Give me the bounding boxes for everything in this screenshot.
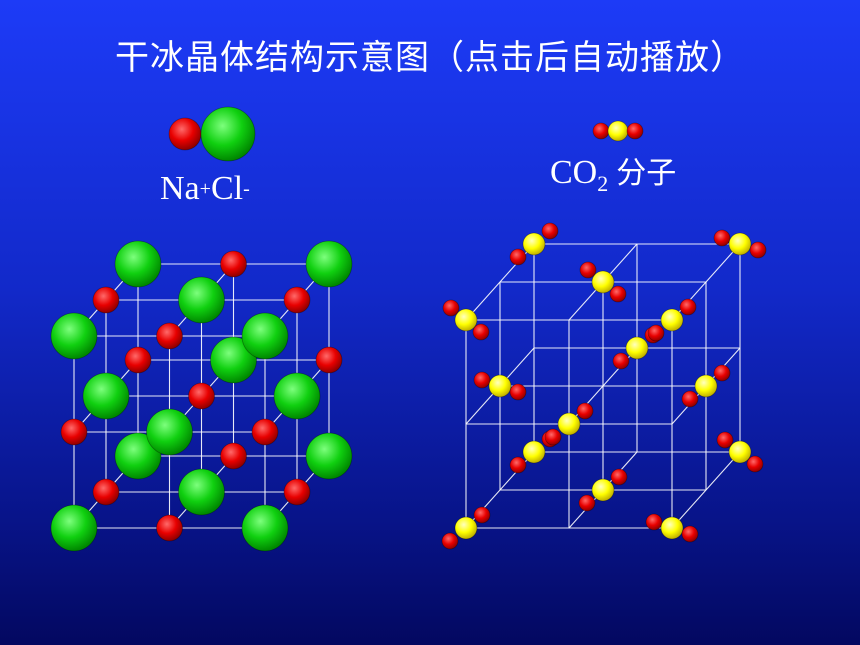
oxygen-atom	[576, 402, 594, 420]
co2-formula: CO	[550, 154, 598, 191]
oxygen-atom	[681, 525, 699, 543]
sodium-ion	[156, 514, 183, 542]
oxygen-atom	[544, 428, 562, 446]
oxygen-atom	[442, 299, 460, 317]
carbon-atom	[591, 478, 615, 502]
oxygen-atom	[679, 298, 697, 316]
oxygen-atom	[645, 513, 663, 531]
oxygen-atom	[578, 494, 596, 512]
carbon-atom	[625, 336, 649, 360]
co2-molecule	[509, 222, 559, 266]
co2-molecule	[716, 431, 764, 473]
sodium-ion	[315, 346, 343, 374]
sodium-ion	[60, 418, 88, 446]
chloride-ion	[241, 312, 289, 360]
sodium-ion	[283, 286, 311, 314]
oxygen-atom-legend-icon	[626, 122, 644, 140]
oxygen-atom	[716, 431, 734, 449]
co2-molecule	[645, 513, 699, 543]
chloride-ion	[178, 468, 225, 516]
chloride-ion	[305, 432, 353, 480]
carbon-atom	[488, 374, 512, 398]
oxygen-atom	[647, 324, 665, 342]
na-symbol: Na	[160, 170, 200, 207]
plus-charge: +	[199, 178, 211, 200]
sodium-ion	[220, 442, 247, 470]
carbon-atom	[522, 232, 546, 256]
sodium-ion	[156, 322, 183, 350]
oxygen-atom	[612, 352, 630, 370]
legend-icons	[168, 106, 644, 162]
carbon-atom	[728, 232, 752, 256]
co2-subscript: 2	[597, 171, 609, 196]
carbon-atom	[660, 516, 684, 540]
chloride-ion	[50, 504, 98, 552]
chloride-ion	[146, 408, 193, 456]
oxygen-atom	[610, 468, 628, 486]
oxygen-atom	[579, 261, 597, 279]
sodium-ion	[124, 346, 152, 374]
sodium-ion	[188, 382, 215, 410]
oxygen-atom	[509, 248, 527, 266]
oxygen-atom	[509, 383, 527, 401]
chloride-ion	[178, 276, 225, 324]
oxygen-atom	[713, 229, 731, 247]
co2-molecule	[544, 402, 594, 446]
carbon-atom	[591, 270, 615, 294]
chloride-ion	[82, 372, 130, 420]
co2-molecule	[578, 468, 628, 512]
oxygen-atom	[541, 222, 559, 240]
oxygen-atom	[441, 532, 459, 550]
chloride-ion	[210, 336, 257, 384]
nacl-lattice-atoms	[50, 240, 353, 552]
minus-charge: -	[243, 178, 250, 200]
oxygen-atom	[681, 390, 699, 408]
carbon-atom	[454, 308, 478, 332]
oxygen-atom	[749, 241, 767, 259]
oxygen-atom	[509, 456, 527, 474]
co2-molecule	[681, 364, 731, 408]
sodium-ion	[283, 478, 311, 506]
sodium-ion	[251, 418, 279, 446]
oxygen-atom	[713, 364, 731, 382]
co2-molecule	[647, 298, 697, 342]
sodium-ion-legend-icon	[168, 117, 202, 151]
carbon-atom	[694, 374, 718, 398]
co2-molecule-word: 分子	[616, 156, 677, 191]
carbon-atom	[660, 308, 684, 332]
oxygen-atom	[746, 455, 764, 473]
slide-title: 干冰晶体结构示意图（点击后自动播放）	[115, 38, 745, 78]
chloride-ion	[114, 432, 162, 480]
carbon-atom	[557, 412, 581, 436]
oxygen-atom	[472, 323, 490, 341]
nacl-legend-label: Na+Cl-	[160, 170, 250, 208]
carbon-atom	[522, 440, 546, 464]
sodium-ion	[92, 478, 120, 506]
sodium-ion	[92, 286, 120, 314]
co2-lattice-molecules	[441, 222, 767, 550]
co2-molecule	[441, 506, 491, 550]
oxygen-atom	[609, 285, 627, 303]
co2-molecule	[713, 229, 767, 259]
carbon-atom	[728, 440, 752, 464]
chloride-ion	[305, 240, 353, 288]
co2-molecule	[442, 299, 490, 341]
co2-lattice-lines	[465, 243, 741, 529]
co2-molecule	[579, 261, 627, 303]
cl-symbol: Cl	[210, 170, 244, 207]
chloride-ion	[50, 312, 98, 360]
chloride-ion	[273, 372, 321, 420]
oxygen-atom-legend-icon	[592, 122, 610, 140]
oxygen-atom	[473, 506, 491, 524]
oxygen-atom	[473, 371, 491, 389]
chloride-ion	[114, 240, 162, 288]
sodium-ion	[220, 250, 247, 278]
carbon-atom-legend-icon	[607, 120, 629, 142]
chloride-ion	[241, 504, 289, 552]
co2-molecule	[473, 371, 527, 401]
carbon-atom	[454, 516, 478, 540]
co2-legend-label: CO2 分子	[550, 148, 677, 196]
chloride-ion-legend-icon	[200, 106, 256, 162]
